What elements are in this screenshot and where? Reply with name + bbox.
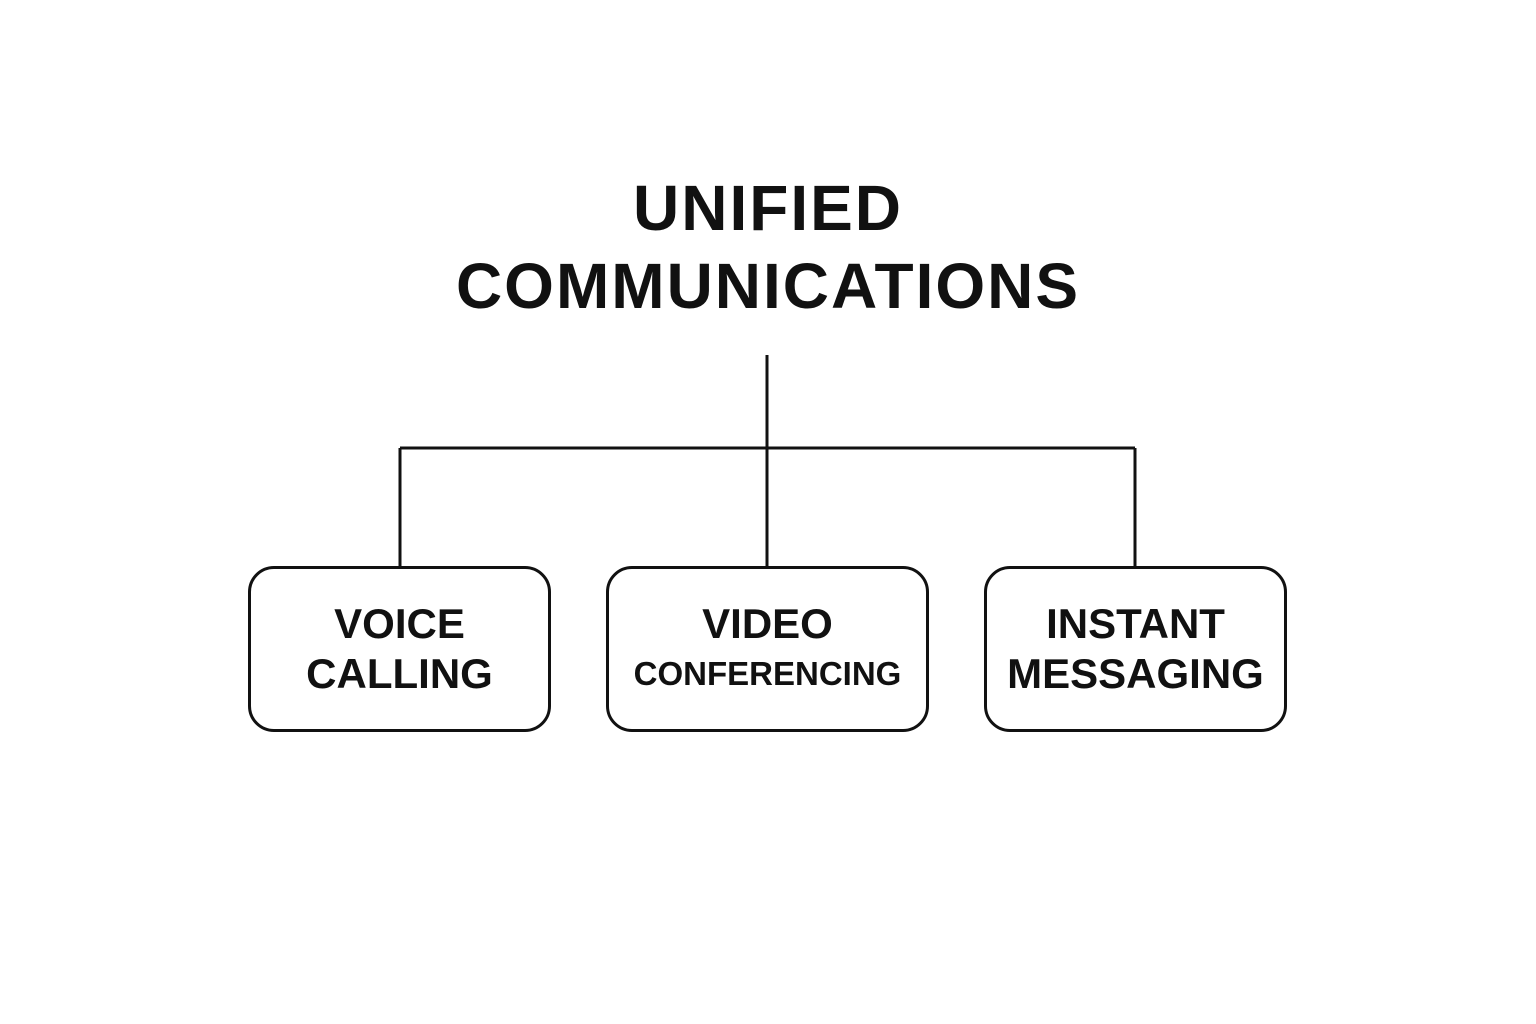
node-label-line1: VOICE bbox=[334, 600, 465, 647]
node-video-conferencing: VIDEO CONFERENCING bbox=[606, 566, 929, 732]
node-label-line2: MESSAGING bbox=[1007, 650, 1264, 697]
diagram-title-line2: COMMUNICATIONS bbox=[455, 250, 1081, 322]
node-instant-messaging: INSTANT MESSAGING bbox=[984, 566, 1287, 732]
node-label-line1: VIDEO bbox=[702, 600, 833, 647]
node-label-line1: INSTANT bbox=[1046, 600, 1225, 647]
node-label-line2: CONFERENCING bbox=[633, 655, 902, 692]
node-label-line2: CALLING bbox=[306, 650, 493, 697]
diagram-title-line1: UNIFIED bbox=[633, 172, 903, 244]
node-voice-calling: VOICE CALLING bbox=[248, 566, 551, 732]
